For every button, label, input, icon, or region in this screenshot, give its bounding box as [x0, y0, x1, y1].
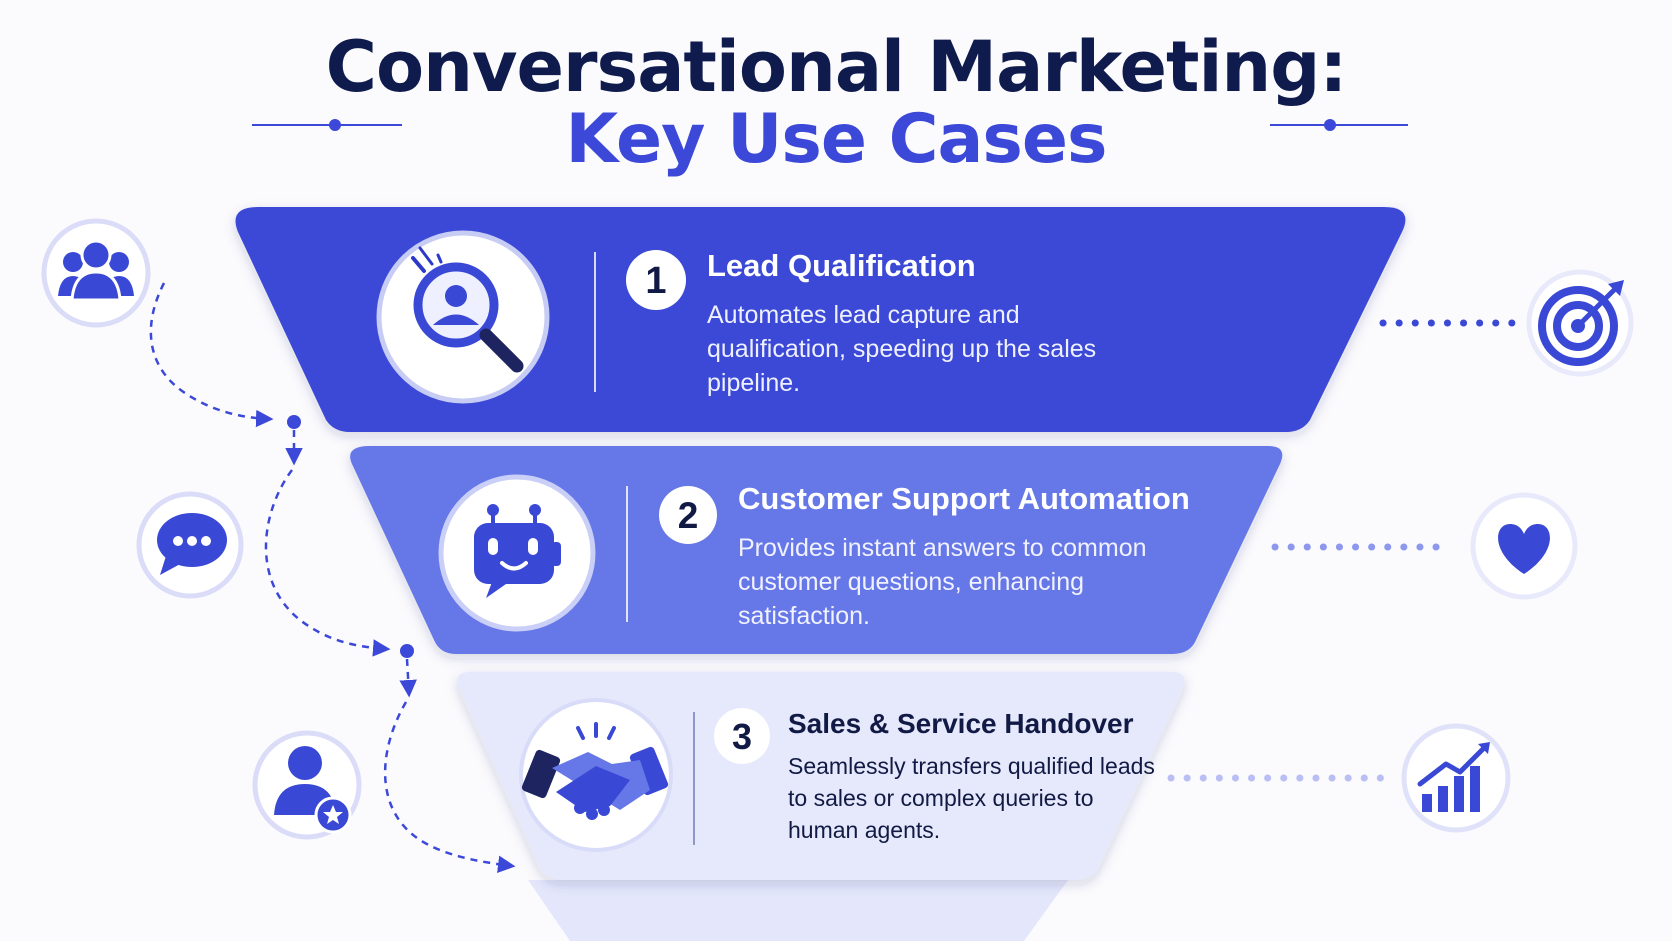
tier-3-number: 3 [732, 716, 752, 757]
tier-3-title: Sales & Service Handover [788, 708, 1134, 739]
tier-2-title: Customer Support Automation [738, 481, 1190, 516]
tier-1-number-badge: 1 [626, 250, 686, 310]
tier-1-text: Lead Qualification Automates lead captur… [707, 248, 1127, 400]
tier-3-description: Seamlessly transfers qualified leads to … [788, 753, 1155, 843]
title-decoration-left [252, 119, 402, 131]
chat-bubble-icon [136, 491, 244, 599]
tier-2-number-badge: 2 [659, 486, 717, 544]
handshake-icon [519, 698, 673, 852]
tier-1-number: 1 [645, 260, 666, 302]
heart-icon [1470, 492, 1578, 600]
title-decoration-right [1270, 119, 1408, 131]
growth-chart-icon [1401, 723, 1511, 833]
page-title-line-1: Conversational Marketing: [325, 26, 1348, 108]
tier-2-description: Provides instant answers to common custo… [738, 534, 1147, 630]
funnel-tier-2 [350, 446, 1283, 654]
tier-2-text: Customer Support Automation Provides ins… [738, 481, 1190, 633]
tier-2-number: 2 [678, 495, 699, 536]
tier-3-number-badge: 3 [714, 708, 770, 764]
magnifier-user-icon [376, 230, 550, 404]
user-star-icon [252, 730, 362, 840]
tier-1-title: Lead Qualification [707, 248, 976, 283]
flow-connector [149, 282, 516, 873]
target-icon [1526, 269, 1634, 377]
tier-1-description: Automates lead capture and qualification… [707, 301, 1097, 397]
tier-3-text: Sales & Service Handover Seamlessly tran… [788, 708, 1168, 846]
users-group-icon [41, 218, 151, 328]
funnel-tail [528, 880, 1068, 941]
page-title-line-2: Key Use Cases [565, 100, 1108, 179]
chatbot-icon [438, 474, 596, 632]
